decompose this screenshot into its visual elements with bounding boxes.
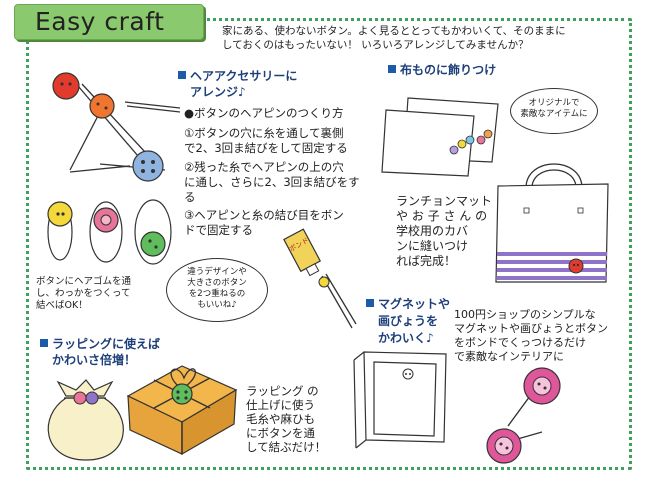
heading-line: アレンジ♪ bbox=[190, 85, 246, 99]
text-line: 仕上げに使う bbox=[246, 398, 315, 412]
step-line: で2、3回ま結びをして固定する bbox=[184, 141, 348, 155]
intro-line: 家にある、使わないボタン。よく見るととってもかわいくて、そのままに bbox=[222, 25, 566, 37]
heading-line: 画びょうを bbox=[378, 314, 439, 328]
step-line: ①ボタンの穴に糸を通して裏側 bbox=[184, 126, 344, 140]
placemat-illustration bbox=[381, 97, 499, 177]
heading-line: ヘアアクセサリーに bbox=[190, 69, 298, 83]
hair-step-1: ①ボタンの穴に糸を通して裏側 で2、3回ま結びをして固定する bbox=[184, 126, 348, 156]
hair-subheading: ●ボタンのヘアピンのつくり方 bbox=[184, 106, 344, 120]
dotted-frame bbox=[26, 18, 632, 470]
intro-text: 家にある、使わないボタン。よく見るととってもかわいくて、そのままに しておくのは… bbox=[222, 24, 566, 52]
step-line: ドで固定する bbox=[184, 223, 253, 237]
step-line: ③ヘアピンと糸の結び目をボン bbox=[184, 208, 344, 222]
hair-step-3: ③ヘアピンと糸の結び目をボン ドで固定する bbox=[184, 208, 344, 238]
note-line: ボタンにヘアゴムを通 bbox=[36, 276, 132, 287]
text-line: 毛糸や麻ひも bbox=[246, 412, 315, 426]
bubble-line: を2つ重ねるの bbox=[188, 289, 246, 299]
heading-line: マグネットや bbox=[378, 297, 451, 311]
cloth-tip-bubble: オリジナルで 素敵なアイテムに bbox=[510, 88, 598, 134]
text-line: をボンドでくっつけるだけ bbox=[454, 336, 586, 349]
intro-line: しておくのはもったいない！ いろいろアレンジしてみませんか？ bbox=[222, 39, 529, 51]
text-line: にボタンを通 bbox=[246, 426, 315, 440]
wrap-heading: ラッピングに使えば かわいさ倍増！ bbox=[40, 336, 160, 368]
text-line: 学校用のカバ bbox=[396, 224, 469, 238]
note-line: 結べばOK！ bbox=[36, 300, 88, 311]
cloth-text: ランチョンマット や お 子 さ ん の 学校用のカバ ンに縫いつけ れば完成！ bbox=[396, 194, 492, 269]
page-title: Easy craft bbox=[35, 7, 165, 36]
step-line: に通し、さらに2、3回ま結びをす bbox=[184, 175, 360, 189]
step-line: る bbox=[184, 190, 196, 204]
bullet-square-icon bbox=[388, 65, 396, 73]
text-line: ラッピング の bbox=[246, 384, 319, 398]
text-line: して結ぶだけ！ bbox=[246, 440, 327, 454]
heading-line: かわいさ倍増！ bbox=[52, 353, 137, 367]
text-line: 100円ショップのシンプルな bbox=[454, 308, 596, 321]
text-line: ランチョンマット bbox=[396, 194, 493, 208]
bullet-square-icon bbox=[40, 339, 48, 347]
step-line: ②残った糸でヘアピンの上の穴 bbox=[184, 160, 344, 174]
fridge-illustration bbox=[353, 351, 447, 449]
bullet-square-icon bbox=[366, 299, 374, 307]
text-line: で素敵なインテリアに bbox=[454, 350, 564, 363]
glue-and-pin-illustration: ボンド bbox=[283, 228, 357, 329]
title-banner: Easy craft bbox=[14, 4, 204, 40]
bubble-line: 大きさのボタン bbox=[187, 278, 247, 288]
text-line: や お 子 さ ん の bbox=[396, 209, 488, 223]
pushpin-illustration bbox=[486, 367, 561, 464]
bubble-line: 素敵なアイテムに bbox=[520, 109, 588, 119]
hair-heading: ヘアアクセサリーに アレンジ♪ bbox=[178, 68, 297, 100]
gift-box-illustration bbox=[126, 365, 238, 456]
bubble-line: 違うデザインや bbox=[187, 267, 247, 277]
heading-text: 布ものに飾りつけ bbox=[400, 63, 497, 77]
heading-line: かわいく♪ bbox=[378, 331, 434, 345]
magnet-text: 100円ショップのシンプルな マグネットや画びょうとボタン をボンドでくっつける… bbox=[454, 308, 608, 364]
heading-line: ラッピングに使えば bbox=[52, 337, 161, 351]
text-line: ンに縫いつけ bbox=[396, 239, 469, 253]
wrap-text: ラッピング の 仕上げに使う 毛糸や麻ひも にボタンを通 して結ぶだけ！ bbox=[246, 384, 326, 454]
note-line: し、わっかをつくって bbox=[36, 288, 131, 299]
text-line: れば完成！ bbox=[396, 254, 457, 268]
bubble-line: オリジナルで bbox=[528, 98, 580, 108]
magnet-heading: マグネットや 画びょうを かわいく♪ bbox=[366, 296, 450, 347]
tote-bag-illustration bbox=[495, 163, 609, 283]
hair-tip-bubble: 違うデザインや 大きさのボタン を2つ重ねるの もいいね♪ bbox=[166, 258, 268, 322]
cloth-heading: 布ものに飾りつけ bbox=[388, 62, 496, 78]
text-line: マグネットや画びょうとボタン bbox=[454, 322, 608, 335]
elastic-note: ボタンにヘアゴムを通 し、わっかをつくって 結べばOK！ bbox=[36, 276, 131, 312]
hair-elastic-illustration bbox=[47, 199, 172, 265]
gift-pouch-illustration bbox=[47, 379, 124, 461]
hair-step-2: ②残った糸でヘアピンの上の穴 に通し、さらに2、3回ま結びをす る bbox=[184, 160, 360, 205]
bullet-square-icon bbox=[178, 71, 186, 79]
hairpin-illustration bbox=[52, 72, 181, 182]
bubble-line: もいいね♪ bbox=[197, 300, 237, 310]
